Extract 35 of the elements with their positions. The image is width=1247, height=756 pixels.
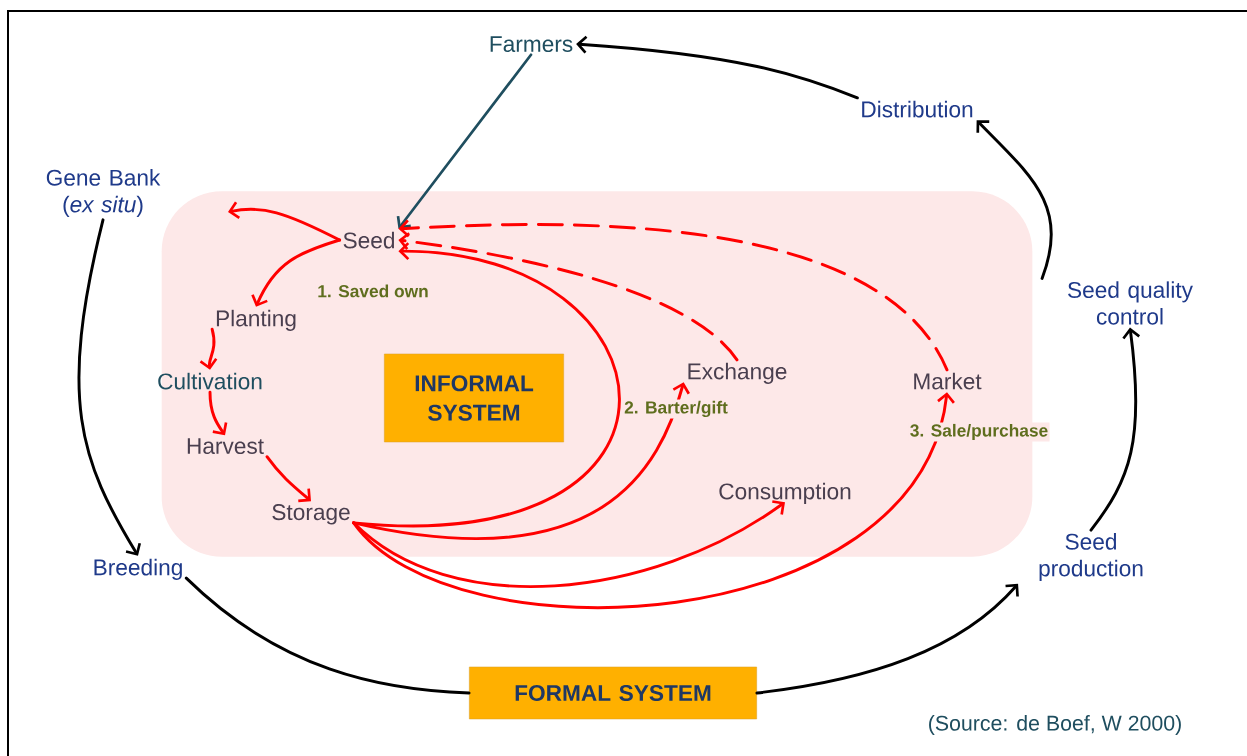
stage-label: Harvest bbox=[187, 438, 264, 454]
edge-label: 3. Sale/purchase bbox=[908, 422, 1050, 442]
stage-label: Farmers bbox=[490, 36, 573, 52]
stage-label: Planting bbox=[216, 309, 296, 331]
arrow bbox=[398, 219, 949, 372]
arrow bbox=[352, 382, 690, 540]
stage-label: Distribution bbox=[862, 100, 973, 118]
arrow bbox=[352, 392, 955, 609]
stage-label: Market bbox=[914, 372, 982, 390]
arrow bbox=[208, 390, 228, 436]
arrow bbox=[199, 327, 218, 370]
edge-label: 1. Saved own bbox=[315, 283, 431, 299]
arrow bbox=[976, 120, 1053, 280]
stage-label: Gene Bank (ex situ) bbox=[46, 169, 161, 217]
source-note: (Source: de Boef, W 2000) bbox=[929, 715, 1181, 735]
stage-label: Exchange bbox=[688, 362, 787, 384]
stage-label: Breeding bbox=[94, 558, 182, 580]
stage-label: Seed production bbox=[1039, 533, 1143, 581]
arrow bbox=[396, 53, 533, 229]
arrow bbox=[398, 232, 739, 362]
arrow bbox=[77, 218, 142, 556]
stage-label: Consumption bbox=[719, 482, 851, 504]
system-box: INFORMAL SYSTEM bbox=[384, 353, 564, 443]
arrow bbox=[755, 583, 1019, 695]
arrow bbox=[1089, 327, 1141, 532]
arrow bbox=[265, 455, 311, 503]
arrow bbox=[251, 238, 342, 307]
stage-label: Cultivation bbox=[158, 372, 262, 390]
arrow bbox=[228, 201, 342, 242]
stage-label: Storage bbox=[272, 504, 350, 525]
stage-label: Seed bbox=[343, 231, 394, 249]
stage-label: Seed quality control bbox=[1068, 281, 1193, 325]
arrow bbox=[352, 242, 621, 527]
system-box: FORMAL SYSTEM bbox=[469, 666, 757, 720]
arrow bbox=[576, 35, 859, 100]
